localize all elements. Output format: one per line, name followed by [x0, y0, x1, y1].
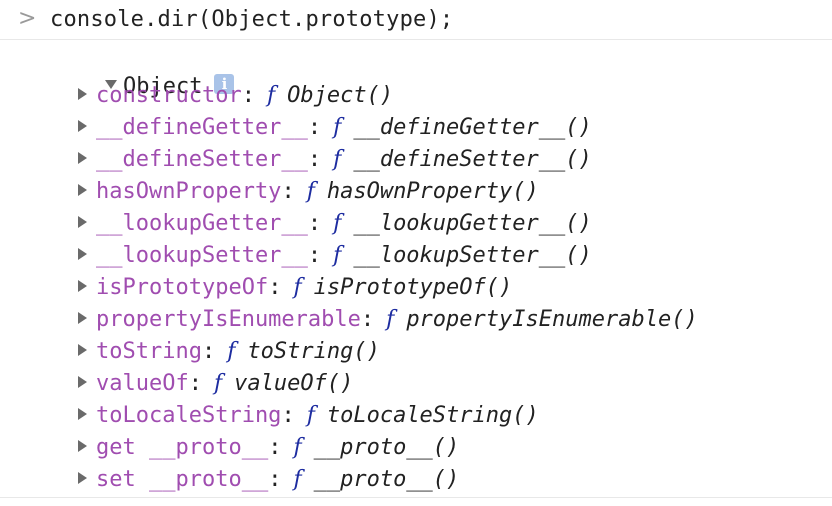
function-glyph: f	[386, 307, 395, 332]
property-row[interactable]: set __proto__: f __proto__()	[78, 464, 698, 496]
function-glyph: f	[227, 339, 236, 364]
property-key: set __proto__	[96, 467, 269, 492]
property-colon: :	[360, 307, 375, 332]
function-glyph: f	[306, 403, 315, 428]
property-row[interactable]: __defineSetter__: f __defineSetter__()	[78, 144, 698, 176]
property-key: constructor	[96, 83, 242, 108]
property-colon: :	[268, 275, 282, 300]
expand-triangle-right-icon[interactable]	[78, 216, 87, 228]
expand-triangle-right-icon[interactable]	[78, 184, 87, 196]
property-key: __defineGetter__	[96, 115, 308, 140]
property-key: hasOwnProperty	[96, 179, 282, 204]
expand-triangle-right-icon[interactable]	[78, 440, 87, 452]
property-row[interactable]: isPrototypeOf: f isPrototypeOf()	[78, 272, 698, 304]
property-key: isPrototypeOf	[96, 275, 269, 300]
function-glyph: f	[333, 243, 342, 268]
property-key: __lookupSetter__	[96, 243, 308, 268]
function-glyph: f	[293, 435, 302, 460]
property-key: get __proto__	[96, 435, 269, 460]
expand-triangle-down-icon[interactable]	[104, 79, 117, 89]
expand-triangle-right-icon[interactable]	[78, 376, 87, 388]
property-key: valueOf	[96, 371, 189, 396]
property-row[interactable]: __defineGetter__: f __defineGetter__()	[78, 112, 698, 144]
expand-triangle-right-icon[interactable]	[78, 280, 87, 292]
property-colon: :	[307, 115, 322, 140]
property-colon: :	[307, 243, 322, 268]
property-row[interactable]: __lookupGetter__: f __lookupGetter__()	[78, 208, 698, 240]
property-colon: :	[281, 403, 295, 428]
expand-triangle-right-icon[interactable]	[78, 472, 87, 484]
info-icon[interactable]: i	[214, 74, 235, 94]
property-row[interactable]: propertyIsEnumerable: f propertyIsEnumerab…	[78, 304, 698, 336]
function-signature: __lookupSetter__()	[353, 243, 592, 268]
function-glyph: f	[213, 371, 223, 396]
prompt-chevron-icon: >	[18, 6, 37, 31]
property-row[interactable]: constructor: f Object()	[78, 80, 698, 112]
function-glyph: f	[293, 467, 302, 492]
property-row[interactable]: get __proto__: f __proto__()	[78, 432, 698, 464]
property-colon: :	[307, 147, 322, 172]
property-key: propertyIsEnumerable	[96, 307, 361, 332]
property-row[interactable]: __lookupSetter__: f __lookupSetter__()	[78, 240, 698, 272]
property-colon: :	[268, 467, 282, 492]
expand-triangle-right-icon[interactable]	[78, 120, 87, 132]
function-glyph: f	[333, 147, 342, 172]
property-colon: :	[281, 179, 295, 204]
function-glyph: f	[266, 83, 276, 108]
function-signature: __lookupGetter__()	[353, 211, 592, 236]
function-glyph: f	[293, 275, 302, 300]
function-signature: __proto__()	[313, 467, 460, 492]
function-signature: isPrototypeOf()	[313, 275, 513, 300]
function-signature: __proto__()	[313, 435, 460, 460]
property-colon: :	[268, 435, 282, 460]
expand-triangle-right-icon[interactable]	[78, 312, 87, 324]
property-colon: :	[188, 371, 202, 396]
property-key: __defineSetter__	[96, 147, 308, 172]
expand-triangle-right-icon[interactable]	[78, 248, 87, 260]
property-key: toLocaleString	[96, 403, 282, 428]
function-signature: toString()	[247, 339, 380, 364]
expand-triangle-right-icon[interactable]	[78, 344, 87, 356]
console-input-line[interactable]: > console.dir(Object.prototype);	[0, 0, 832, 40]
function-glyph: f	[333, 115, 342, 140]
property-row[interactable]: valueOf: f valueOf()	[78, 368, 698, 400]
property-key: toString	[96, 339, 202, 364]
function-signature: Object()	[287, 83, 394, 108]
expand-triangle-right-icon[interactable]	[78, 88, 87, 100]
property-colon: :	[307, 211, 322, 236]
function-signature: valueOf()	[234, 371, 354, 396]
property-row[interactable]: toString: f toString()	[78, 336, 698, 368]
object-label: Object	[122, 74, 203, 99]
function-signature: propertyIsEnumerable()	[406, 307, 698, 332]
function-signature: __defineGetter__()	[353, 115, 592, 140]
property-key: __lookupGetter__	[96, 211, 308, 236]
property-row[interactable]: hasOwnProperty: f hasOwnProperty()	[78, 176, 698, 208]
property-colon: :	[241, 83, 255, 108]
function-signature: hasOwnProperty()	[326, 179, 539, 204]
function-signature: toLocaleString()	[326, 403, 539, 428]
bottom-divider	[0, 497, 832, 498]
property-colon: :	[201, 339, 216, 364]
function-glyph: f	[306, 179, 315, 204]
console-command[interactable]: console.dir(Object.prototype);	[50, 7, 454, 32]
function-signature: __defineSetter__()	[353, 147, 592, 172]
expand-triangle-right-icon[interactable]	[78, 408, 87, 420]
function-glyph: f	[333, 211, 342, 236]
expand-triangle-right-icon[interactable]	[78, 152, 87, 164]
property-row[interactable]: toLocaleString: f toLocaleString()	[78, 400, 698, 432]
